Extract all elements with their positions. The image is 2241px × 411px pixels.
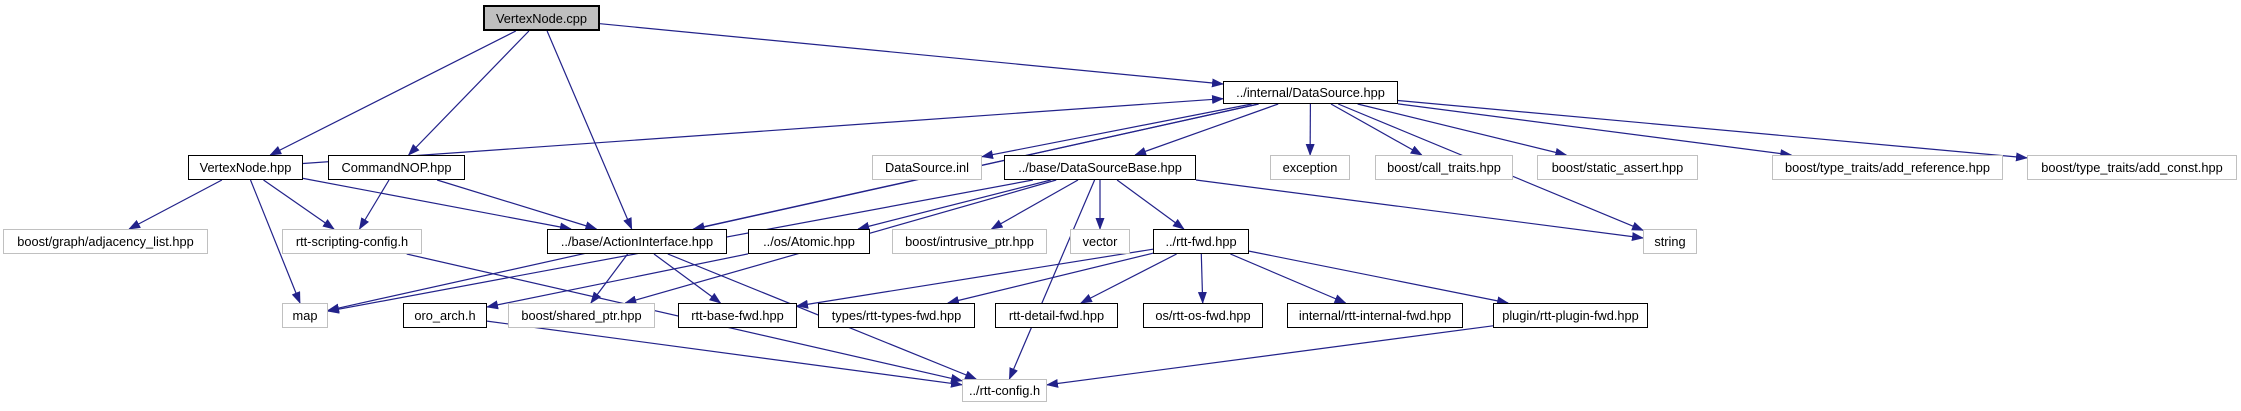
edge-vertexnode-hpp-to-map xyxy=(249,179,301,304)
edge-datasourcebase-hpp-to-atomic-hpp xyxy=(857,179,1051,231)
edge-actioninterface-hpp-to-shared-ptr xyxy=(590,253,629,304)
graph-node-datasource-hpp[interactable]: ../internal/DataSource.hpp xyxy=(1223,81,1398,104)
edge-oro-arch-h-to-rtt-config-h xyxy=(486,320,963,388)
edge-datasource-hpp-to-add-const xyxy=(1397,99,2028,162)
graph-node-intrusive-ptr: boost/intrusive_ptr.hpp xyxy=(892,229,1047,254)
edge-datasourcebase-hpp-to-intrusive-ptr xyxy=(990,179,1079,230)
edge-atomic-hpp-to-oro-arch-h xyxy=(486,253,749,310)
edge-commandnop-hpp-to-rtt-scripting-config xyxy=(358,179,390,230)
edge-datasource-hpp-to-call-traits xyxy=(1330,103,1423,156)
edge-datasource-hpp-to-add-reference xyxy=(1397,103,1793,159)
edge-vertexnode-cpp-to-commandnop-hpp xyxy=(407,30,530,156)
edge-vertexnode-hpp-to-rtt-scripting-config xyxy=(263,179,335,230)
edge-rtt-fwd-hpp-to-plugin-fwd xyxy=(1248,250,1510,306)
edge-vertexnode-hpp-to-adjacency-list xyxy=(128,179,223,230)
graph-node-adjacency-list: boost/graph/adjacency_list.hpp xyxy=(3,229,208,254)
graph-node-actioninterface-hpp[interactable]: ../base/ActionInterface.hpp xyxy=(547,229,727,254)
edge-commandnop-hpp-to-actioninterface-hpp xyxy=(436,179,598,231)
graph-node-datasourcebase-hpp[interactable]: ../base/DataSourceBase.hpp xyxy=(1004,155,1196,180)
graph-node-oro-arch-h[interactable]: oro_arch.h xyxy=(403,303,487,328)
edge-datasourcebase-hpp-to-rtt-fwd-hpp xyxy=(1116,179,1185,230)
graph-node-detail-fwd[interactable]: rtt-detail-fwd.hpp xyxy=(995,303,1118,328)
edge-vertexnode-cpp-to-actioninterface-hpp xyxy=(546,30,633,230)
graph-node-atomic-hpp[interactable]: ../os/Atomic.hpp xyxy=(748,229,870,254)
edge-vertexnode-cpp-to-datasource-hpp xyxy=(599,23,1224,88)
edge-rtt-fwd-hpp-to-internal-fwd xyxy=(1230,253,1347,304)
graph-node-rtt-fwd-hpp[interactable]: ../rtt-fwd.hpp xyxy=(1153,229,1249,254)
edge-vertexnode-hpp-to-actioninterface-hpp xyxy=(302,177,572,232)
graph-node-os-fwd[interactable]: os/rtt-os-fwd.hpp xyxy=(1143,303,1263,328)
graph-node-map: map xyxy=(282,303,328,328)
graph-node-string: string xyxy=(1643,229,1697,254)
graph-node-static-assert: boost/static_assert.hpp xyxy=(1537,155,1698,180)
edge-actioninterface-hpp-to-rtt-base-fwd xyxy=(653,253,722,304)
graph-node-rtt-scripting-config: rtt-scripting-config.h xyxy=(282,229,422,254)
graph-node-plugin-fwd[interactable]: plugin/rtt-plugin-fwd.hpp xyxy=(1493,303,1648,328)
graph-node-vertexnode-cpp: VertexNode.cpp xyxy=(483,5,600,31)
graph-node-internal-fwd[interactable]: internal/rtt-internal-fwd.hpp xyxy=(1287,303,1463,328)
graph-node-datasource-inl: DataSource.inl xyxy=(872,155,982,180)
edge-rtt-fwd-hpp-to-rtt-base-fwd xyxy=(796,248,1154,309)
edge-plugin-fwd-to-rtt-config-h xyxy=(1046,325,1494,388)
edge-vertexnode-cpp-to-vertexnode-hpp xyxy=(269,30,517,156)
edge-datasource-hpp-to-datasourcebase-hpp xyxy=(1134,103,1279,156)
graph-node-types-fwd[interactable]: types/rtt-types-fwd.hpp xyxy=(818,303,975,328)
graph-node-commandnop-hpp[interactable]: CommandNOP.hpp xyxy=(328,155,465,180)
graph-node-rtt-config-h: ../rtt-config.h xyxy=(962,379,1047,402)
graph-node-shared-ptr: boost/shared_ptr.hpp xyxy=(508,303,655,328)
graph-node-call-traits: boost/call_traits.hpp xyxy=(1375,155,1513,180)
graph-node-vertexnode-hpp[interactable]: VertexNode.hpp xyxy=(188,155,303,180)
edge-rtt-fwd-hpp-to-os-fwd xyxy=(1197,253,1207,304)
graph-node-vector: vector xyxy=(1070,229,1130,254)
graph-node-rtt-base-fwd[interactable]: rtt-base-fwd.hpp xyxy=(678,303,797,328)
edge-datasourcebase-hpp-to-rtt-config-h xyxy=(1008,179,1096,380)
graph-node-exception: exception xyxy=(1270,155,1350,180)
edge-datasourcebase-hpp-to-string xyxy=(1195,179,1644,242)
edge-datasource-hpp-to-static-assert xyxy=(1357,103,1568,157)
edge-datasource-hpp-to-datasource-inl xyxy=(981,103,1252,160)
edge-rtt-fwd-hpp-to-types-fwd xyxy=(946,252,1154,305)
graph-node-add-const: boost/type_traits/add_const.hpp xyxy=(2027,155,2237,180)
edge-vertexnode-hpp-to-datasource-hpp xyxy=(302,94,1224,165)
edge-rtt-fwd-hpp-to-detail-fwd xyxy=(1080,253,1177,304)
graph-node-add-reference: boost/type_traits/add_reference.hpp xyxy=(1772,155,2003,180)
